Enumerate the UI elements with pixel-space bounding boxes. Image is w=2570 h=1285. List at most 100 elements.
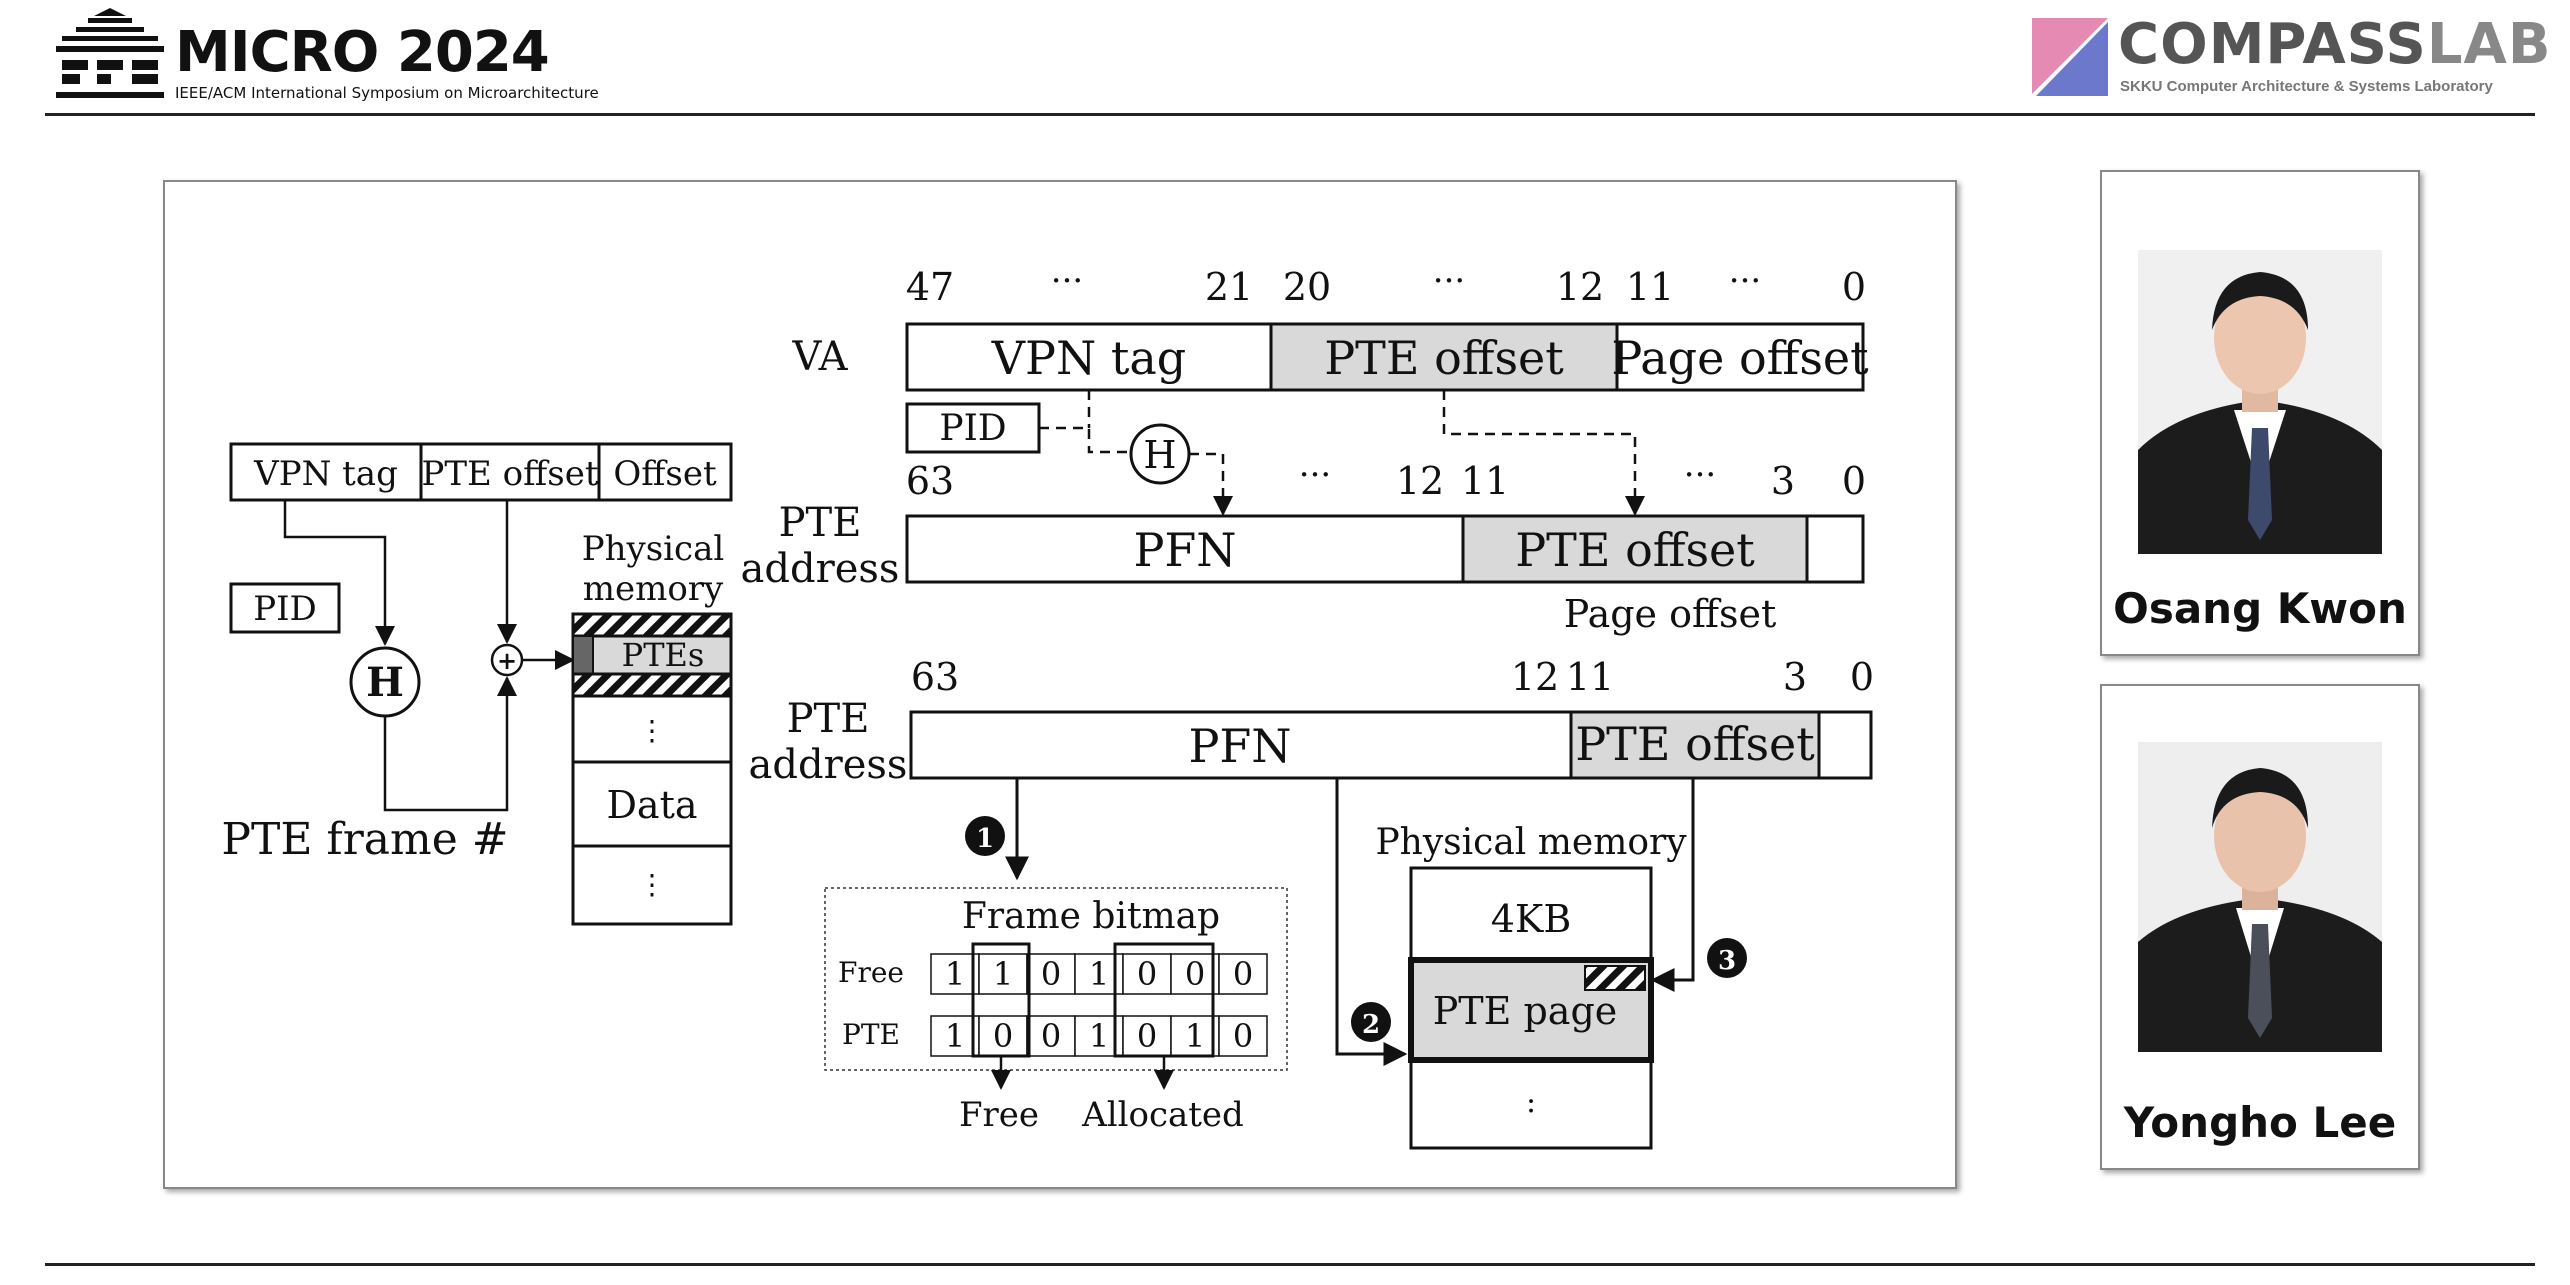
left-phys-mem-label-1: Physical — [582, 529, 725, 569]
pte2-field-pfn: PFN — [1188, 719, 1291, 773]
pte2-label-1: PTE — [787, 696, 870, 742]
bitmap-bit: 0 — [1233, 955, 1253, 993]
va-label: VA — [791, 334, 848, 380]
header-rule — [45, 113, 2535, 116]
va-bit-12: 12 — [1556, 265, 1604, 309]
bitmap-cell — [1170, 1015, 1220, 1057]
bitmap-cell — [1218, 953, 1268, 995]
pte1-bit-11: 11 — [1461, 459, 1509, 503]
va-field-page-offset: Page offset — [1611, 331, 1869, 385]
bitmap-bit: 0 — [1185, 955, 1205, 993]
left-ptes: PTEs — [622, 636, 705, 674]
pmem-cell-pte-page: PTE page — [1433, 989, 1618, 1033]
bitmap-bit: 0 — [993, 1017, 1013, 1055]
micro-logo-icon — [56, 8, 164, 98]
person-photo-icon — [2138, 250, 2382, 554]
step-3-badge: 3 — [1707, 938, 1747, 978]
pte1-bit-dots-1: ··· — [1299, 455, 1331, 495]
presenter-name-1: Osang Kwon — [2113, 584, 2407, 633]
pte2-section: 63 12 11 3 0 PTE address PFN PTE offset — [749, 655, 1874, 1066]
pte1-page-offset-note: Page offset — [1564, 592, 1777, 636]
va-bit-47: 47 — [906, 265, 954, 309]
pte1-field-pfn: PFN — [1133, 523, 1236, 577]
bitmap-title: Frame bitmap — [962, 896, 1220, 937]
va-bit-21: 21 — [1205, 265, 1253, 309]
bitmap-cell — [1026, 953, 1076, 995]
pte2-bit-0: 0 — [1850, 655, 1874, 699]
left-dots-2: ⋮ — [638, 868, 666, 901]
svg-text:3: 3 — [1718, 946, 1736, 976]
left-hash-icon: H — [366, 659, 404, 706]
pte2-field-pte-offset: PTE offset — [1575, 717, 1815, 771]
pte2-bit-3: 3 — [1783, 655, 1807, 699]
left-phys-mem-label-2: memory — [583, 569, 724, 609]
left-data: Data — [606, 783, 697, 827]
va-pid: PID — [939, 408, 1006, 449]
bitmap-cell — [978, 1015, 1028, 1057]
pte1-bit-dots-2: ··· — [1684, 455, 1716, 495]
va-field-vpn-tag: VPN tag — [991, 331, 1186, 385]
lab-title: COMPASSLAB — [2118, 12, 2552, 77]
pte2-bit-63: 63 — [911, 655, 959, 699]
compasslab-logo-icon — [2032, 18, 2108, 96]
physical-memory: Physical memory 4KB PTE page : — [1375, 822, 1687, 1150]
pte1-field-pte-offset: PTE offset — [1515, 523, 1755, 577]
pte1-section: 63 ··· 12 11 ··· 3 0 PTE address PFN PTE… — [741, 455, 1867, 636]
pte1-label-2: address — [741, 546, 900, 592]
bitmap-cell — [1026, 1015, 1076, 1057]
bitmap-below-free: Free — [959, 1095, 1039, 1135]
left-pte-frame: PTE frame # — [221, 814, 508, 865]
pte1-bit-63: 63 — [906, 459, 954, 503]
left-field-pte-offset: PTE offset — [421, 454, 598, 494]
pmem-title: Physical memory — [1375, 822, 1687, 863]
bitmap-row-free-label: Free — [838, 956, 904, 989]
va-bit-20: 20 — [1283, 265, 1331, 309]
bitmap-row-pte-label: PTE — [842, 1018, 900, 1051]
va-hash-icon: H — [1143, 433, 1176, 477]
step-2-badge: 2 — [1351, 1002, 1391, 1042]
va-bit-dots-1: ··· — [1051, 261, 1083, 301]
pte-diagram: VPN tag PTE offset Offset PID H + Physic… — [221, 261, 1874, 1150]
svg-text:1: 1 — [976, 824, 994, 854]
pte2-bit-12: 12 — [1511, 655, 1559, 699]
pte1-label-1: PTE — [779, 500, 862, 546]
va-bit-dots-2: ··· — [1433, 261, 1465, 301]
va-section: 47 ··· 21 20 ··· 12 11 ··· 0 VA VPN tag … — [791, 261, 1869, 516]
left-scheme: VPN tag PTE offset Offset PID H + Physic… — [221, 442, 733, 926]
va-field-pte-offset: PTE offset — [1324, 331, 1564, 385]
presenter-name-2: Yongho Lee — [2123, 1098, 2397, 1147]
va-bit-11: 11 — [1626, 265, 1674, 309]
pte1-bit-0: 0 — [1842, 459, 1866, 503]
bitmap-bit: 0 — [1137, 1017, 1157, 1055]
person-photo-icon — [2138, 742, 2382, 1052]
left-plus-icon: + — [497, 646, 517, 675]
footer-rule — [45, 1263, 2535, 1266]
conference-subtitle: IEEE/ACM International Symposium on Micr… — [175, 84, 599, 102]
pte1-bit-3: 3 — [1771, 459, 1795, 503]
bitmap-bit: 0 — [1041, 955, 1061, 993]
va-bit-dots-3: ··· — [1729, 261, 1761, 301]
bitmap-cell — [1170, 953, 1220, 995]
figure-panel: VPN tag PTE offset Offset PID H + Physic… — [163, 180, 1957, 1189]
lab-subtitle: SKKU Computer Architecture & Systems Lab… — [2120, 78, 2493, 95]
bitmap-below-allocated: Allocated — [1081, 1095, 1244, 1135]
bitmap-bit: 1 — [993, 955, 1013, 993]
bitmap-bit: 1 — [1185, 1017, 1205, 1055]
pmem-cell-dots: : — [1526, 1085, 1536, 1120]
presenter-card-2: Yongho Lee — [2100, 684, 2420, 1170]
bitmap-cell — [930, 953, 980, 995]
pte2-label-2: address — [749, 742, 908, 788]
bitmap-bit: 1 — [1089, 955, 1109, 993]
step-1-badge: 1 — [965, 816, 1005, 856]
pte1-bit-12: 12 — [1396, 459, 1444, 503]
left-pid: PID — [253, 589, 317, 629]
bitmap-bit: 1 — [945, 1017, 965, 1055]
svg-text:2: 2 — [1362, 1010, 1380, 1040]
conference-title: MICRO 2024 — [175, 20, 550, 85]
pmem-cell-4kb: 4KB — [1491, 897, 1572, 941]
va-bit-0: 0 — [1842, 265, 1866, 309]
bitmap-bit: 0 — [1233, 1017, 1253, 1055]
bitmap-cell — [1218, 1015, 1268, 1057]
